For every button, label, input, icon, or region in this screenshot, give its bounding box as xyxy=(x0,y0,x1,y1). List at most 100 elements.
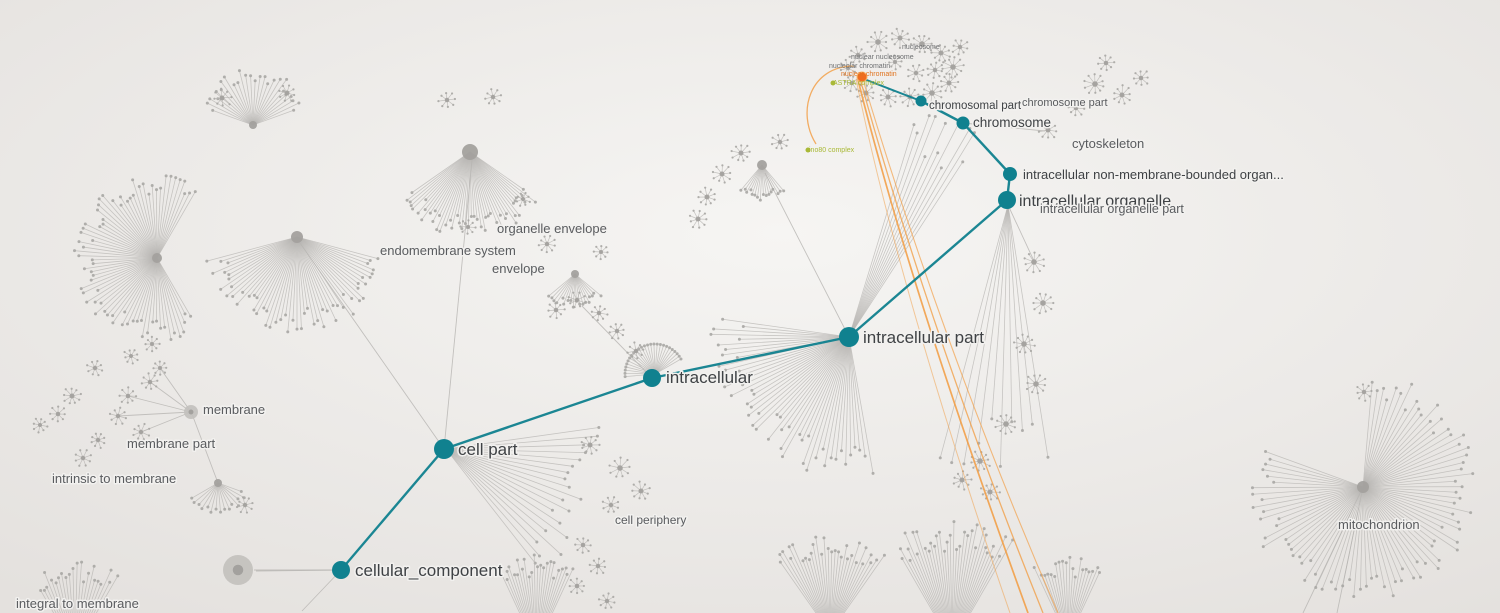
term-cluster xyxy=(907,64,925,83)
term-cluster xyxy=(108,406,127,426)
term-cluster xyxy=(597,592,616,609)
term-cluster xyxy=(123,349,139,365)
term-cluster xyxy=(1023,251,1046,274)
term-label[interactable]: membrane part xyxy=(126,435,218,453)
go-node-label-intracellular-part[interactable]: intracellular part xyxy=(862,327,986,349)
fan-cluster xyxy=(739,160,786,202)
term-cluster xyxy=(1067,99,1086,117)
go-node-intracellular-organelle[interactable] xyxy=(998,191,1016,209)
fan-cluster xyxy=(445,426,601,565)
go-node-label-chromosome[interactable]: chromosome xyxy=(972,114,1053,132)
term-cluster xyxy=(437,91,457,109)
term-cluster xyxy=(1113,84,1131,105)
term-cluster xyxy=(152,360,168,376)
term-cluster xyxy=(879,87,897,108)
go-node-chromosomal-part[interactable] xyxy=(915,95,927,107)
highlight-arc xyxy=(806,65,855,145)
term-cluster xyxy=(940,72,960,93)
term-cluster xyxy=(909,34,933,54)
tiny-term-label[interactable]: nucleosome xyxy=(902,44,940,51)
fan-cluster xyxy=(1250,380,1475,599)
term-label[interactable]: membrane xyxy=(202,401,267,419)
term-label[interactable]: envelope xyxy=(491,260,547,278)
labels: cellular_component cell part intracellular… xyxy=(15,44,1422,613)
term-cluster xyxy=(213,87,233,107)
term-label[interactable]: mitochondrion xyxy=(1337,516,1422,534)
term-cluster xyxy=(941,56,965,79)
term-cluster xyxy=(484,88,503,105)
term-cluster xyxy=(626,341,645,360)
term-cluster xyxy=(568,577,585,595)
go-node-label-cellular-component[interactable]: cellular_component xyxy=(354,560,505,582)
term-cluster xyxy=(49,405,66,423)
term-cluster xyxy=(866,30,888,53)
term-cluster xyxy=(74,449,92,467)
term-label[interactable]: integral to membrane xyxy=(15,595,141,613)
tiny-term-label[interactable]: nucleolar chromatin xyxy=(829,63,890,70)
go-node-intracellular[interactable] xyxy=(643,369,661,387)
term-cluster xyxy=(547,302,566,320)
term-cluster xyxy=(144,335,161,353)
term-label[interactable]: organelle envelope xyxy=(496,220,609,238)
term-cluster xyxy=(1132,70,1149,86)
term-cluster xyxy=(90,432,106,450)
fan-cluster xyxy=(500,553,575,613)
go-node-intracellular-non-membrane-bounded-organelle[interactable] xyxy=(1003,167,1017,181)
term-cluster xyxy=(592,244,609,261)
term-cluster xyxy=(994,414,1016,435)
go-node-chromosome[interactable] xyxy=(956,116,970,130)
term-cluster xyxy=(86,360,104,377)
term-cluster xyxy=(515,191,531,207)
term-cluster xyxy=(688,209,708,229)
term-label[interactable]: intracellular organelle part xyxy=(1039,201,1186,218)
tiny-term-label[interactable]: nuclear nucleosome xyxy=(851,54,914,61)
tiny-term-label[interactable]: ino80 complex xyxy=(809,147,855,154)
term-label[interactable]: cytoskeleton xyxy=(1071,135,1146,153)
go-node-label-intracellular-non-membrane-bounded-organelle[interactable]: intracellular non-membrane-bounded organ… xyxy=(1022,166,1286,184)
go-node-intracellular-part[interactable] xyxy=(839,327,859,347)
tiny-term-label[interactable]: nuclear chromatin xyxy=(841,71,897,78)
term-cluster xyxy=(1083,73,1105,94)
term-cluster xyxy=(588,557,607,575)
fan-cluster xyxy=(898,520,1015,613)
term-cluster xyxy=(970,450,991,472)
term-label[interactable]: endomembrane system xyxy=(379,242,518,260)
term-cluster xyxy=(1025,374,1047,395)
go-node-label-intracellular[interactable]: intracellular xyxy=(665,367,755,389)
term-cluster xyxy=(567,291,586,309)
term-cluster xyxy=(608,456,631,478)
term-label[interactable]: cell periphery xyxy=(614,512,688,529)
term-cluster xyxy=(118,386,138,404)
go-node-cellular-component[interactable] xyxy=(332,561,350,579)
term-cluster xyxy=(922,82,943,104)
term-label[interactable]: intrinsic to membrane xyxy=(51,470,178,488)
term-cluster xyxy=(140,372,159,390)
go-node-cell-part[interactable] xyxy=(434,439,454,459)
go-node-label-cell-part[interactable]: cell part xyxy=(457,439,520,461)
term-label[interactable]: chromosome part xyxy=(1021,96,1110,111)
green-term-dot xyxy=(830,80,836,86)
highlight-beams xyxy=(806,65,1059,613)
term-cluster xyxy=(711,164,732,184)
term-cluster xyxy=(888,54,903,71)
term-cluster xyxy=(1037,121,1058,139)
tiny-term-label[interactable]: ASTRA complex xyxy=(833,80,884,87)
term-cluster xyxy=(730,144,751,162)
term-cluster xyxy=(580,436,601,455)
term-cluster xyxy=(537,234,556,254)
fan-cluster xyxy=(1032,555,1101,613)
term-cluster xyxy=(952,470,973,491)
green-term-dot xyxy=(805,147,811,153)
term-cluster xyxy=(235,496,254,514)
gray-disc xyxy=(184,405,198,419)
fan-cluster xyxy=(778,535,886,613)
term-cluster xyxy=(590,305,609,322)
term-cluster xyxy=(697,186,716,206)
term-cluster xyxy=(459,219,477,235)
selected-node-nuclear-chromatin[interactable] xyxy=(856,71,868,83)
go-node-label-chromosomal-part[interactable]: chromosomal part xyxy=(928,99,1024,114)
go-node-label-intracellular-organelle[interactable]: intracellular organelle xyxy=(1018,192,1173,212)
